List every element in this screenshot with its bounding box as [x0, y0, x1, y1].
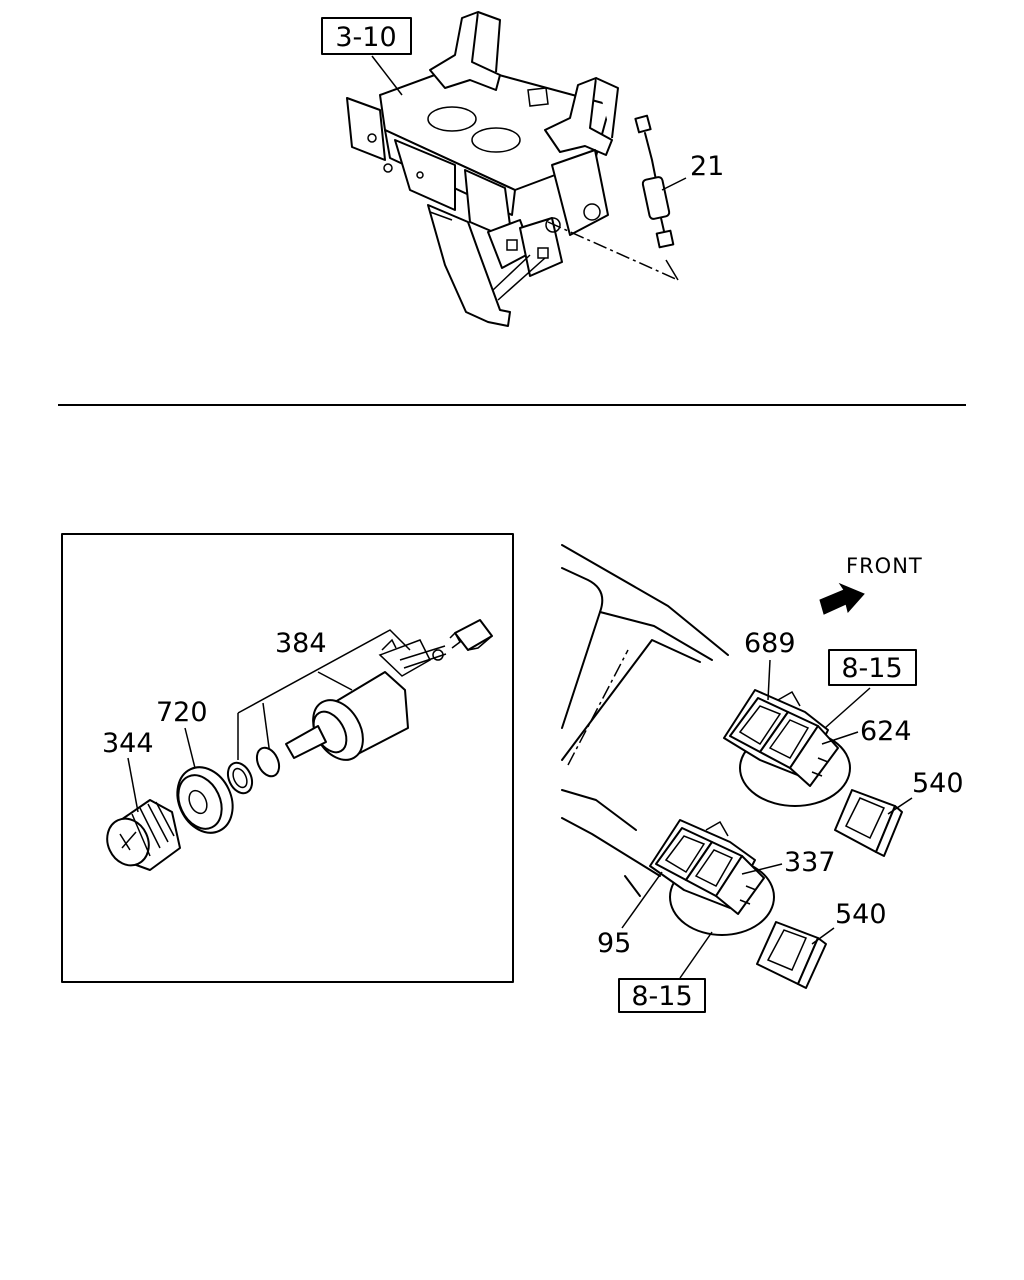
bracket-to-switch-leader [547, 221, 679, 281]
front-label: FRONT [846, 554, 923, 578]
nut-720 [176, 766, 234, 834]
part-384-label: 384 [275, 628, 327, 659]
switch-body-384 [285, 638, 447, 761]
ref-box-8-15-bottom [618, 978, 706, 1013]
part-21-label: 21 [690, 151, 724, 182]
part-337-label: 337 [784, 847, 836, 878]
stop-light-switch-21 [634, 114, 675, 249]
switch-connector [449, 619, 493, 651]
part-540-bottom-label: 540 [835, 899, 887, 930]
front-arrow-icon [819, 582, 865, 615]
ref-8-15-bottom-label: 8-15 [631, 981, 692, 1012]
part-95-label: 95 [597, 928, 631, 959]
dashboard-switches: FRONT [561, 544, 964, 1013]
rotary-switch-inset: 384 720 344 [61, 533, 514, 983]
ref-box-3-10: 3-10 [321, 17, 412, 96]
ref-3-10-label: 3-10 [335, 22, 396, 53]
ref-8-15-top-label: 8-15 [841, 653, 902, 684]
part-720-label: 720 [156, 697, 208, 728]
switch-pair-upper [723, 689, 851, 807]
knob-344 [106, 799, 181, 871]
part-540-top-label: 540 [912, 768, 964, 799]
part-344-label: 344 [102, 728, 154, 759]
switch-pair-lower [649, 819, 775, 936]
blank-cap-540-lower [756, 921, 827, 989]
part-624-label: 624 [860, 716, 912, 747]
o-ring [255, 746, 281, 778]
blank-cap-540-upper [834, 789, 903, 857]
pedal-bracket-assembly [346, 11, 619, 327]
part-689-label: 689 [744, 628, 796, 659]
ref-box-8-15-top [828, 649, 917, 686]
